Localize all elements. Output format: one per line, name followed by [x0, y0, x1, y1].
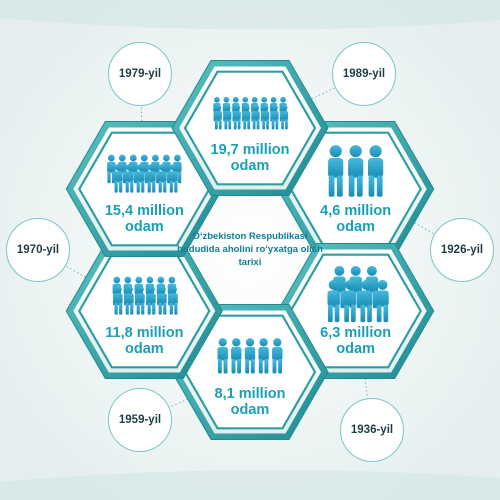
- population-unit: odam: [125, 219, 164, 235]
- population-unit: odam: [336, 219, 375, 235]
- census-hexagon: [171, 60, 329, 196]
- population-unit: odam: [336, 341, 375, 357]
- census-hexagon: [65, 121, 223, 257]
- census-hexagon: [171, 304, 329, 440]
- center-title: O‘zbekiston Respublikasi hududida aholin…: [177, 231, 323, 268]
- bottom-wave: [0, 469, 500, 500]
- population-value: 6,3 million: [320, 325, 392, 341]
- census-hexagon: [277, 243, 435, 379]
- year-label: 1959-yil: [108, 388, 172, 452]
- population-unit: odam: [230, 402, 270, 418]
- population-value: 15,4 million: [104, 203, 184, 219]
- population-value: 11,8 million: [105, 325, 184, 341]
- census-hexagon: [65, 243, 223, 379]
- population-unit: odam: [125, 341, 164, 357]
- year-label: 1926-yil: [430, 218, 494, 282]
- year-label: 1989-yil: [332, 42, 396, 106]
- population-value: 19,7 million: [210, 142, 290, 158]
- hexagon-group: [65, 60, 435, 440]
- year-label: 1979-yil: [108, 42, 172, 106]
- population-value: 8,1 million: [214, 386, 286, 402]
- top-wave: [0, 0, 500, 30]
- year-label: 1936-yil: [340, 398, 404, 462]
- population-unit: odam: [230, 158, 270, 174]
- year-label: 1970-yil: [6, 218, 70, 282]
- population-value: 4,6 million: [320, 203, 392, 219]
